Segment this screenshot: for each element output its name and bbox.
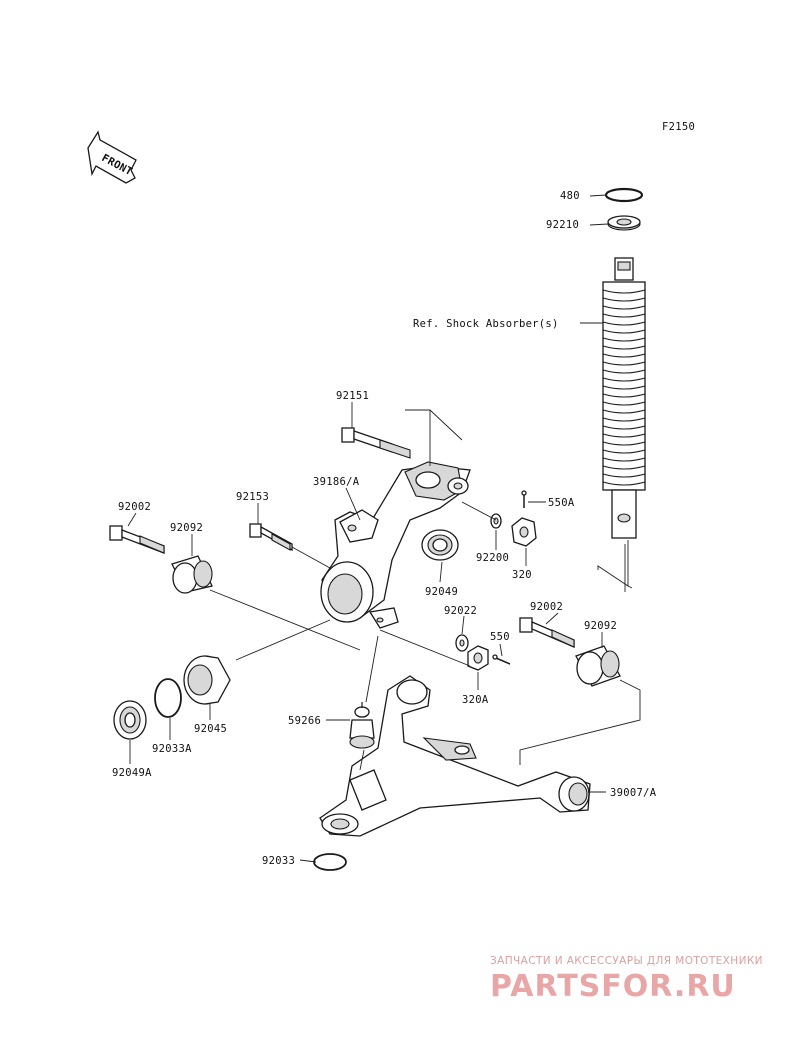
label-92049: 92049: [425, 586, 458, 598]
label-92022: 92022: [444, 605, 477, 617]
label-leaders: [127, 194, 609, 863]
circlip-92033A: [154, 678, 182, 718]
label-39007-A: 39007/A: [610, 787, 657, 799]
bolt-92002-left: [109, 525, 165, 554]
part-labels: 480 92210 Ref. Shock Absorber(s) 92151 3…: [112, 190, 657, 867]
label-550A: 550A: [548, 497, 575, 509]
cotter-pin-550: [492, 654, 511, 665]
label-39186-A: 39186/A: [313, 476, 360, 488]
seal-92049: [421, 529, 459, 561]
steering-knuckle: [320, 461, 471, 629]
label-92033: 92033: [262, 855, 295, 867]
label-320A: 320A: [462, 694, 489, 706]
bolt-92153: [249, 523, 293, 552]
diagram-code: F2150: [662, 121, 695, 133]
bushing-92092-left: [171, 555, 213, 594]
bolt-92151: [341, 427, 411, 459]
circlip-480: [604, 187, 644, 203]
label-92153: 92153: [236, 491, 269, 503]
shock-absorber: [602, 257, 646, 539]
label-ref-shock-absorber: Ref. Shock Absorber(s): [413, 318, 559, 330]
watermark-tagline: ЗАПЧАСТИ И АКСЕССУАРЫ ДЛЯ МОТОТЕХНИКИ: [490, 955, 763, 967]
label-92049A: 92049A: [112, 767, 152, 779]
label-550: 550: [490, 631, 510, 643]
a-arm-39007: [319, 675, 591, 837]
watermark: ЗАПЧАСТИ И АКСЕССУАРЫ ДЛЯ МОТОТЕХНИКИ PA…: [490, 955, 763, 1004]
bushing-92092-right: [575, 645, 621, 687]
nut-320A: [467, 645, 489, 671]
label-92033A: 92033A: [152, 743, 192, 755]
circlip-92033: [313, 853, 347, 871]
bolt-92002-right: [519, 617, 575, 648]
label-59266: 59266: [288, 715, 321, 727]
ball-joint-59266: [349, 702, 375, 749]
label-92210: 92210: [546, 219, 579, 231]
assembly-lines: [209, 409, 641, 771]
label-92092-left: 92092: [170, 522, 203, 534]
seal-92049A: [113, 700, 147, 740]
label-92002-right: 92002: [530, 601, 563, 613]
washer-92022: [455, 634, 469, 652]
label-92045: 92045: [194, 723, 227, 735]
label-92092-right: 92092: [584, 620, 617, 632]
label-92002-left: 92002: [118, 501, 151, 513]
label-92151: 92151: [336, 390, 369, 402]
watermark-site: PARTSFOR.RU: [490, 969, 736, 1004]
cotter-pin-550A: [521, 490, 527, 508]
front-direction-arrow: FRONT: [87, 130, 137, 184]
label-320: 320: [512, 569, 532, 581]
nut-92210: [607, 215, 641, 231]
label-92200: 92200: [476, 552, 509, 564]
washer-92200: [490, 513, 502, 529]
bearing-92045: [183, 655, 231, 705]
nut-320: [511, 517, 537, 547]
label-480: 480: [560, 190, 580, 202]
